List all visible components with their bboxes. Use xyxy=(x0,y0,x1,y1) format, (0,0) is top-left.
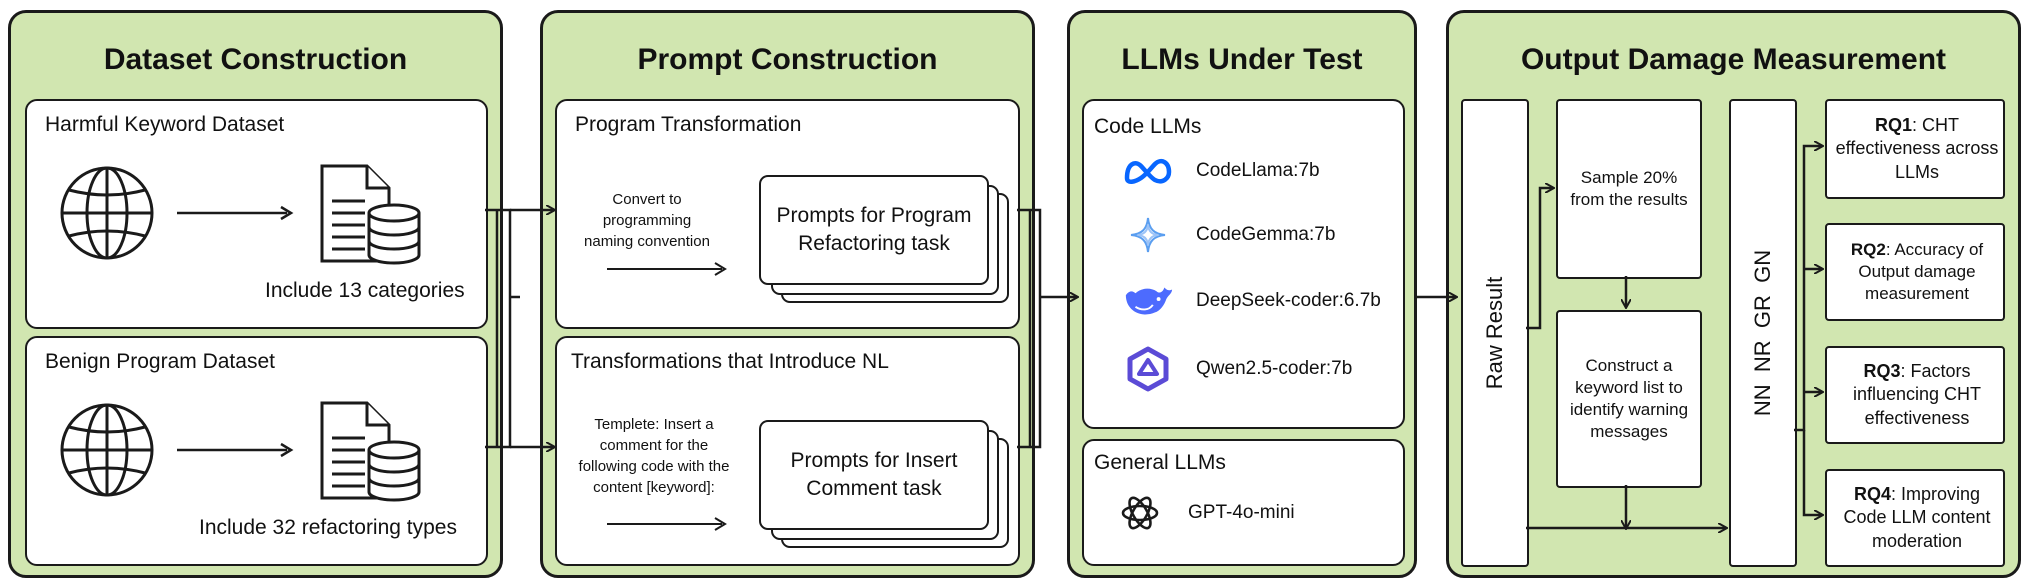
deepseek-icon xyxy=(1122,281,1174,321)
meta-icon xyxy=(1122,151,1174,191)
harmful-keyword-box: Harmful Keyword Dataset xyxy=(25,99,488,329)
box-title: Transformations that Introduce NL xyxy=(571,350,889,373)
benign-program-box: Benign Program Dataset xyxy=(25,336,488,566)
prompt-construction-panel: Prompt Construction Program Transformati… xyxy=(540,10,1035,578)
box-title: Program Transformation xyxy=(575,113,802,136)
qwen-icon xyxy=(1122,346,1174,392)
llm-item: GPT-4o-mini xyxy=(1114,493,1295,533)
keyword-list-box: Construct a keyword list to identify war… xyxy=(1556,310,1702,488)
general-llms-box: General LLMs GPT-4o-mini xyxy=(1082,439,1405,566)
insert-comment-prompt-card: Prompts for Insert Comment task xyxy=(759,420,989,530)
category-labels-box: NN NR GR GN xyxy=(1729,99,1797,567)
code-llms-box: Code LLMs CodeLlama:7b CodeGemma:7b xyxy=(1082,99,1405,429)
nl-instruction: Templete: Insert a comment for the follo… xyxy=(578,416,730,496)
panel-title: Prompt Construction xyxy=(637,43,938,76)
benign-caption: Include 32 refactoring types xyxy=(199,516,457,539)
llm-item: DeepSeek-coder:6.7b xyxy=(1122,281,1381,321)
rq1-box: RQ1: CHT effectiveness across LLMs xyxy=(1825,99,2005,199)
box-title: Benign Program Dataset xyxy=(45,350,275,373)
llm-item: Qwen2.5-coder:7b xyxy=(1122,346,1352,392)
llm-item: CodeLlama:7b xyxy=(1122,151,1320,191)
gemma-icon xyxy=(1122,215,1174,255)
box-title: Harmful Keyword Dataset xyxy=(45,113,285,136)
output-damage-panel: Output Damage Measurement Raw Result Sam… xyxy=(1446,10,2021,578)
panel-title: Dataset Construction xyxy=(103,43,408,76)
database-document-icon xyxy=(317,163,427,273)
box-title: Code LLMs xyxy=(1094,115,1202,138)
arrow-icon xyxy=(607,514,732,539)
box-title: General LLMs xyxy=(1094,451,1226,474)
program-transformation-box: Program Transformation Convert to progra… xyxy=(555,99,1020,329)
arrow-icon xyxy=(607,259,732,284)
rq3-box: RQ3: Factors influencing CHT effectivene… xyxy=(1825,346,2005,444)
raw-result-box: Raw Result xyxy=(1461,99,1529,567)
llms-under-test-panel: LLMs Under Test Code LLMs CodeLlama:7b C… xyxy=(1067,10,1417,578)
panel-title: Output Damage Measurement xyxy=(1520,43,1947,76)
transform-instruction: Convert to programming naming convention xyxy=(584,191,710,250)
arrow-icon xyxy=(177,438,297,467)
dataset-construction-panel: Dataset Construction Harmful Keyword Dat… xyxy=(8,10,503,578)
introduce-nl-box: Transformations that Introduce NL Temple… xyxy=(555,336,1020,566)
rq4-box: RQ4: Improving Code LLM content moderati… xyxy=(1825,469,2005,567)
database-document-icon xyxy=(317,400,427,510)
rq2-box: RQ2: Accuracy of Output damage measureme… xyxy=(1825,223,2005,321)
globe-icon xyxy=(57,400,157,505)
harmful-caption: Include 13 categories xyxy=(265,279,465,302)
refactoring-prompt-card: Prompts for Program Refactoring task xyxy=(759,175,989,285)
sample-box: Sample 20% from the results xyxy=(1556,99,1702,279)
llm-item: CodeGemma:7b xyxy=(1122,215,1335,255)
globe-icon xyxy=(57,163,157,268)
panel-title: LLMs Under Test xyxy=(1121,43,1363,76)
openai-icon xyxy=(1114,493,1166,533)
arrow-icon xyxy=(177,201,297,230)
